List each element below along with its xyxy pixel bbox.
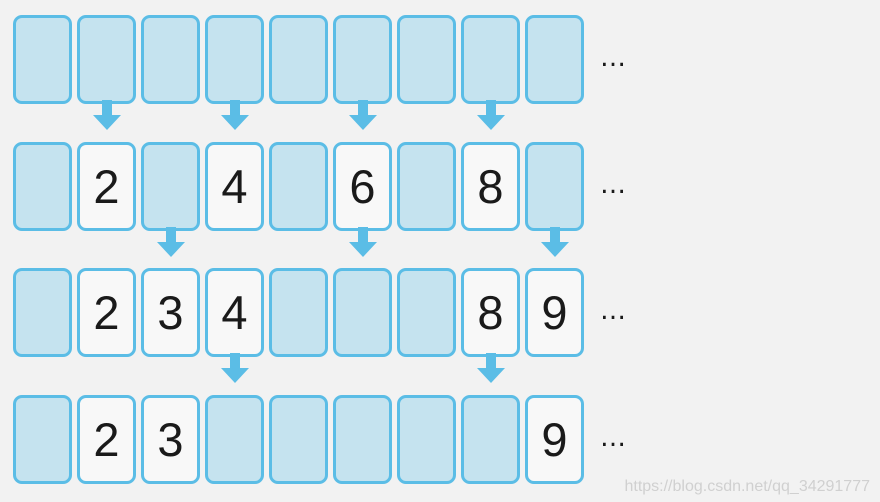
array-cell xyxy=(397,15,456,104)
down-arrow-icon xyxy=(220,100,249,130)
array-cell: 2 xyxy=(77,268,136,357)
watermark: https://blog.csdn.net/qq_34291777 xyxy=(624,478,870,495)
array-cell xyxy=(461,395,520,484)
array-cell: 3 xyxy=(141,268,200,357)
array-cell: 4 xyxy=(205,142,264,231)
array-cell xyxy=(205,15,264,104)
array-cell: 6 xyxy=(333,142,392,231)
array-cell xyxy=(13,15,72,104)
array-cell xyxy=(397,395,456,484)
array-cell xyxy=(141,142,200,231)
array-cell xyxy=(333,15,392,104)
array-cell: 3 xyxy=(141,395,200,484)
down-arrow-icon xyxy=(220,353,249,383)
array-cell xyxy=(13,395,72,484)
array-cell: 4 xyxy=(205,268,264,357)
array-cell xyxy=(333,395,392,484)
array-cell xyxy=(461,15,520,104)
ellipsis: … xyxy=(600,170,627,200)
array-cell: 9 xyxy=(525,395,584,484)
down-arrow-icon xyxy=(348,100,377,130)
array-cell xyxy=(141,15,200,104)
array-cell xyxy=(269,15,328,104)
array-cell xyxy=(77,15,136,104)
array-cell xyxy=(269,142,328,231)
array-cell xyxy=(269,268,328,357)
down-arrow-icon xyxy=(348,227,377,257)
array-cell xyxy=(205,395,264,484)
down-arrow-icon xyxy=(476,353,505,383)
array-cell xyxy=(525,142,584,231)
array-cell xyxy=(269,395,328,484)
array-cell: 9 xyxy=(525,268,584,357)
ellipsis: … xyxy=(600,423,627,453)
array-cell xyxy=(13,268,72,357)
ellipsis: … xyxy=(600,296,627,326)
array-cell xyxy=(13,142,72,231)
array-cell: 2 xyxy=(77,142,136,231)
down-arrow-icon xyxy=(92,100,121,130)
array-cell: 8 xyxy=(461,268,520,357)
ellipsis: … xyxy=(600,43,627,73)
array-cell: 8 xyxy=(461,142,520,231)
array-cell xyxy=(333,268,392,357)
down-arrow-icon xyxy=(476,100,505,130)
array-cell xyxy=(525,15,584,104)
array-cell: 2 xyxy=(77,395,136,484)
down-arrow-icon xyxy=(156,227,185,257)
array-cell xyxy=(397,142,456,231)
array-cell xyxy=(397,268,456,357)
down-arrow-icon xyxy=(540,227,569,257)
